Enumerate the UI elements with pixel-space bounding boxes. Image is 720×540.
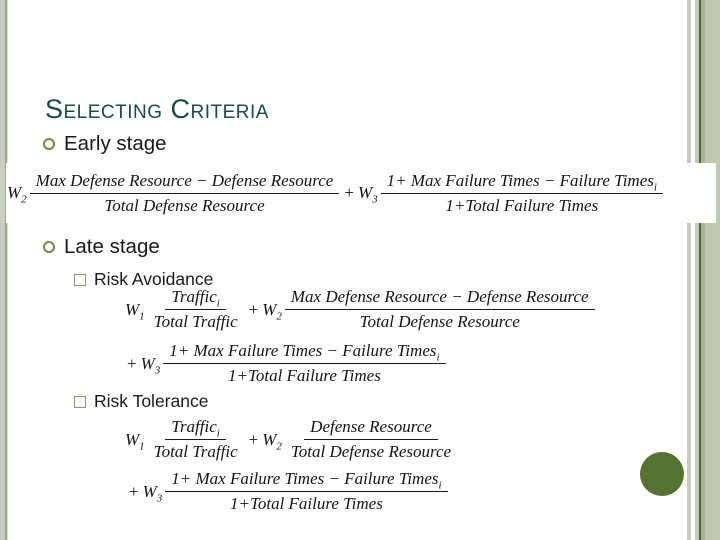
bullet-item-early-stage: Early stage xyxy=(43,132,167,156)
weight-coefficient: W1 xyxy=(125,299,145,322)
fraction-denominator: Total Traffic xyxy=(153,312,238,331)
operator: + xyxy=(129,481,139,501)
fraction-numerator: Defense Resource xyxy=(304,417,438,440)
coefficient-subscript: 2 xyxy=(276,309,282,322)
numerator-subscript: i xyxy=(653,180,657,193)
numerator-subscript: i xyxy=(216,297,220,310)
square-bullet-icon xyxy=(74,395,86,408)
fraction-numerator: 1+ Max Failure Times − Failure Timesi xyxy=(380,171,663,194)
bullet-label: Early stage xyxy=(64,132,167,155)
fraction-numerator: Traffici xyxy=(165,417,226,440)
bullet-item-late-stage: Late stage xyxy=(43,235,160,259)
bullet-label: Risk Avoidance xyxy=(94,269,214,289)
right-border-stripe xyxy=(701,0,705,540)
operator: + xyxy=(344,183,354,202)
numerator-subscript: i xyxy=(216,427,220,440)
fraction: 1+ Max Failure Times − Failure Timesi 1+T… xyxy=(163,341,446,386)
right-border-stripe xyxy=(695,0,699,540)
right-border-stripe xyxy=(687,0,691,540)
operator: + xyxy=(127,353,137,373)
decorative-circle xyxy=(640,452,684,496)
weight-coefficient: W1 xyxy=(125,429,145,452)
bullet-label: Risk Tolerance xyxy=(94,391,209,411)
fraction-numerator: Max Defense Resource − Defense Resource xyxy=(284,287,595,310)
coefficient-subscript: 3 xyxy=(154,363,161,376)
fraction-denominator: Total Traffic xyxy=(153,442,238,461)
numerator-subscript: i xyxy=(436,351,440,364)
circle-bullet-icon xyxy=(43,138,55,150)
left-border-stripe xyxy=(0,0,8,540)
numerator-subscript: i xyxy=(438,479,442,492)
bullet-label: Late stage xyxy=(64,235,160,258)
weight-coefficient: W2 xyxy=(7,183,27,206)
bullet-item-risk-tolerance: Risk Tolerance xyxy=(74,391,208,412)
coefficient-subscript: 2 xyxy=(21,193,27,206)
weight-coefficient: W2 xyxy=(262,429,282,452)
fraction-denominator: 1+Total Failure Times xyxy=(445,195,599,215)
weight-coefficient: W3 xyxy=(142,481,163,504)
fraction: 1+ Max Failure Times − Failure Timesi 1+T… xyxy=(165,469,448,514)
coefficient-subscript: 1 xyxy=(139,439,145,452)
operator: + xyxy=(248,429,259,449)
right-border-stripe xyxy=(705,0,720,540)
right-border-stripe-dark xyxy=(699,0,701,540)
fraction-denominator: 1+Total Failure Times xyxy=(229,494,383,513)
fraction-numerator: 1+ Max Failure Times − Failure Timesi xyxy=(165,469,448,492)
weight-coefficient: W3 xyxy=(140,353,161,376)
fraction-denominator: 1+Total Failure Times xyxy=(227,366,381,385)
operator: + xyxy=(248,299,259,319)
fraction-numerator: Max Defense Resource − Defense Resource xyxy=(29,171,340,194)
coefficient-subscript: 3 xyxy=(372,193,378,206)
fraction-denominator: Total Defense Resource xyxy=(359,312,520,331)
fraction-denominator: Total Defense Resource xyxy=(290,442,452,461)
circle-bullet-icon xyxy=(43,241,55,253)
square-bullet-icon xyxy=(74,273,86,286)
slide-title: Selecting Criteria xyxy=(45,94,269,125)
fraction-numerator: Traffici xyxy=(165,287,226,310)
weight-coefficient: W3 xyxy=(357,183,378,206)
coefficient-subscript: 1 xyxy=(139,309,145,322)
bullet-item-risk-avoidance: Risk Avoidance xyxy=(74,269,213,290)
weight-coefficient: W2 xyxy=(262,299,282,322)
fraction-denominator: Total Defense Resource xyxy=(104,195,265,215)
coefficient-subscript: 2 xyxy=(276,439,282,452)
coefficient-subscript: 3 xyxy=(156,491,163,504)
fraction-numerator: 1+ Max Failure Times − Failure Timesi xyxy=(163,341,446,364)
